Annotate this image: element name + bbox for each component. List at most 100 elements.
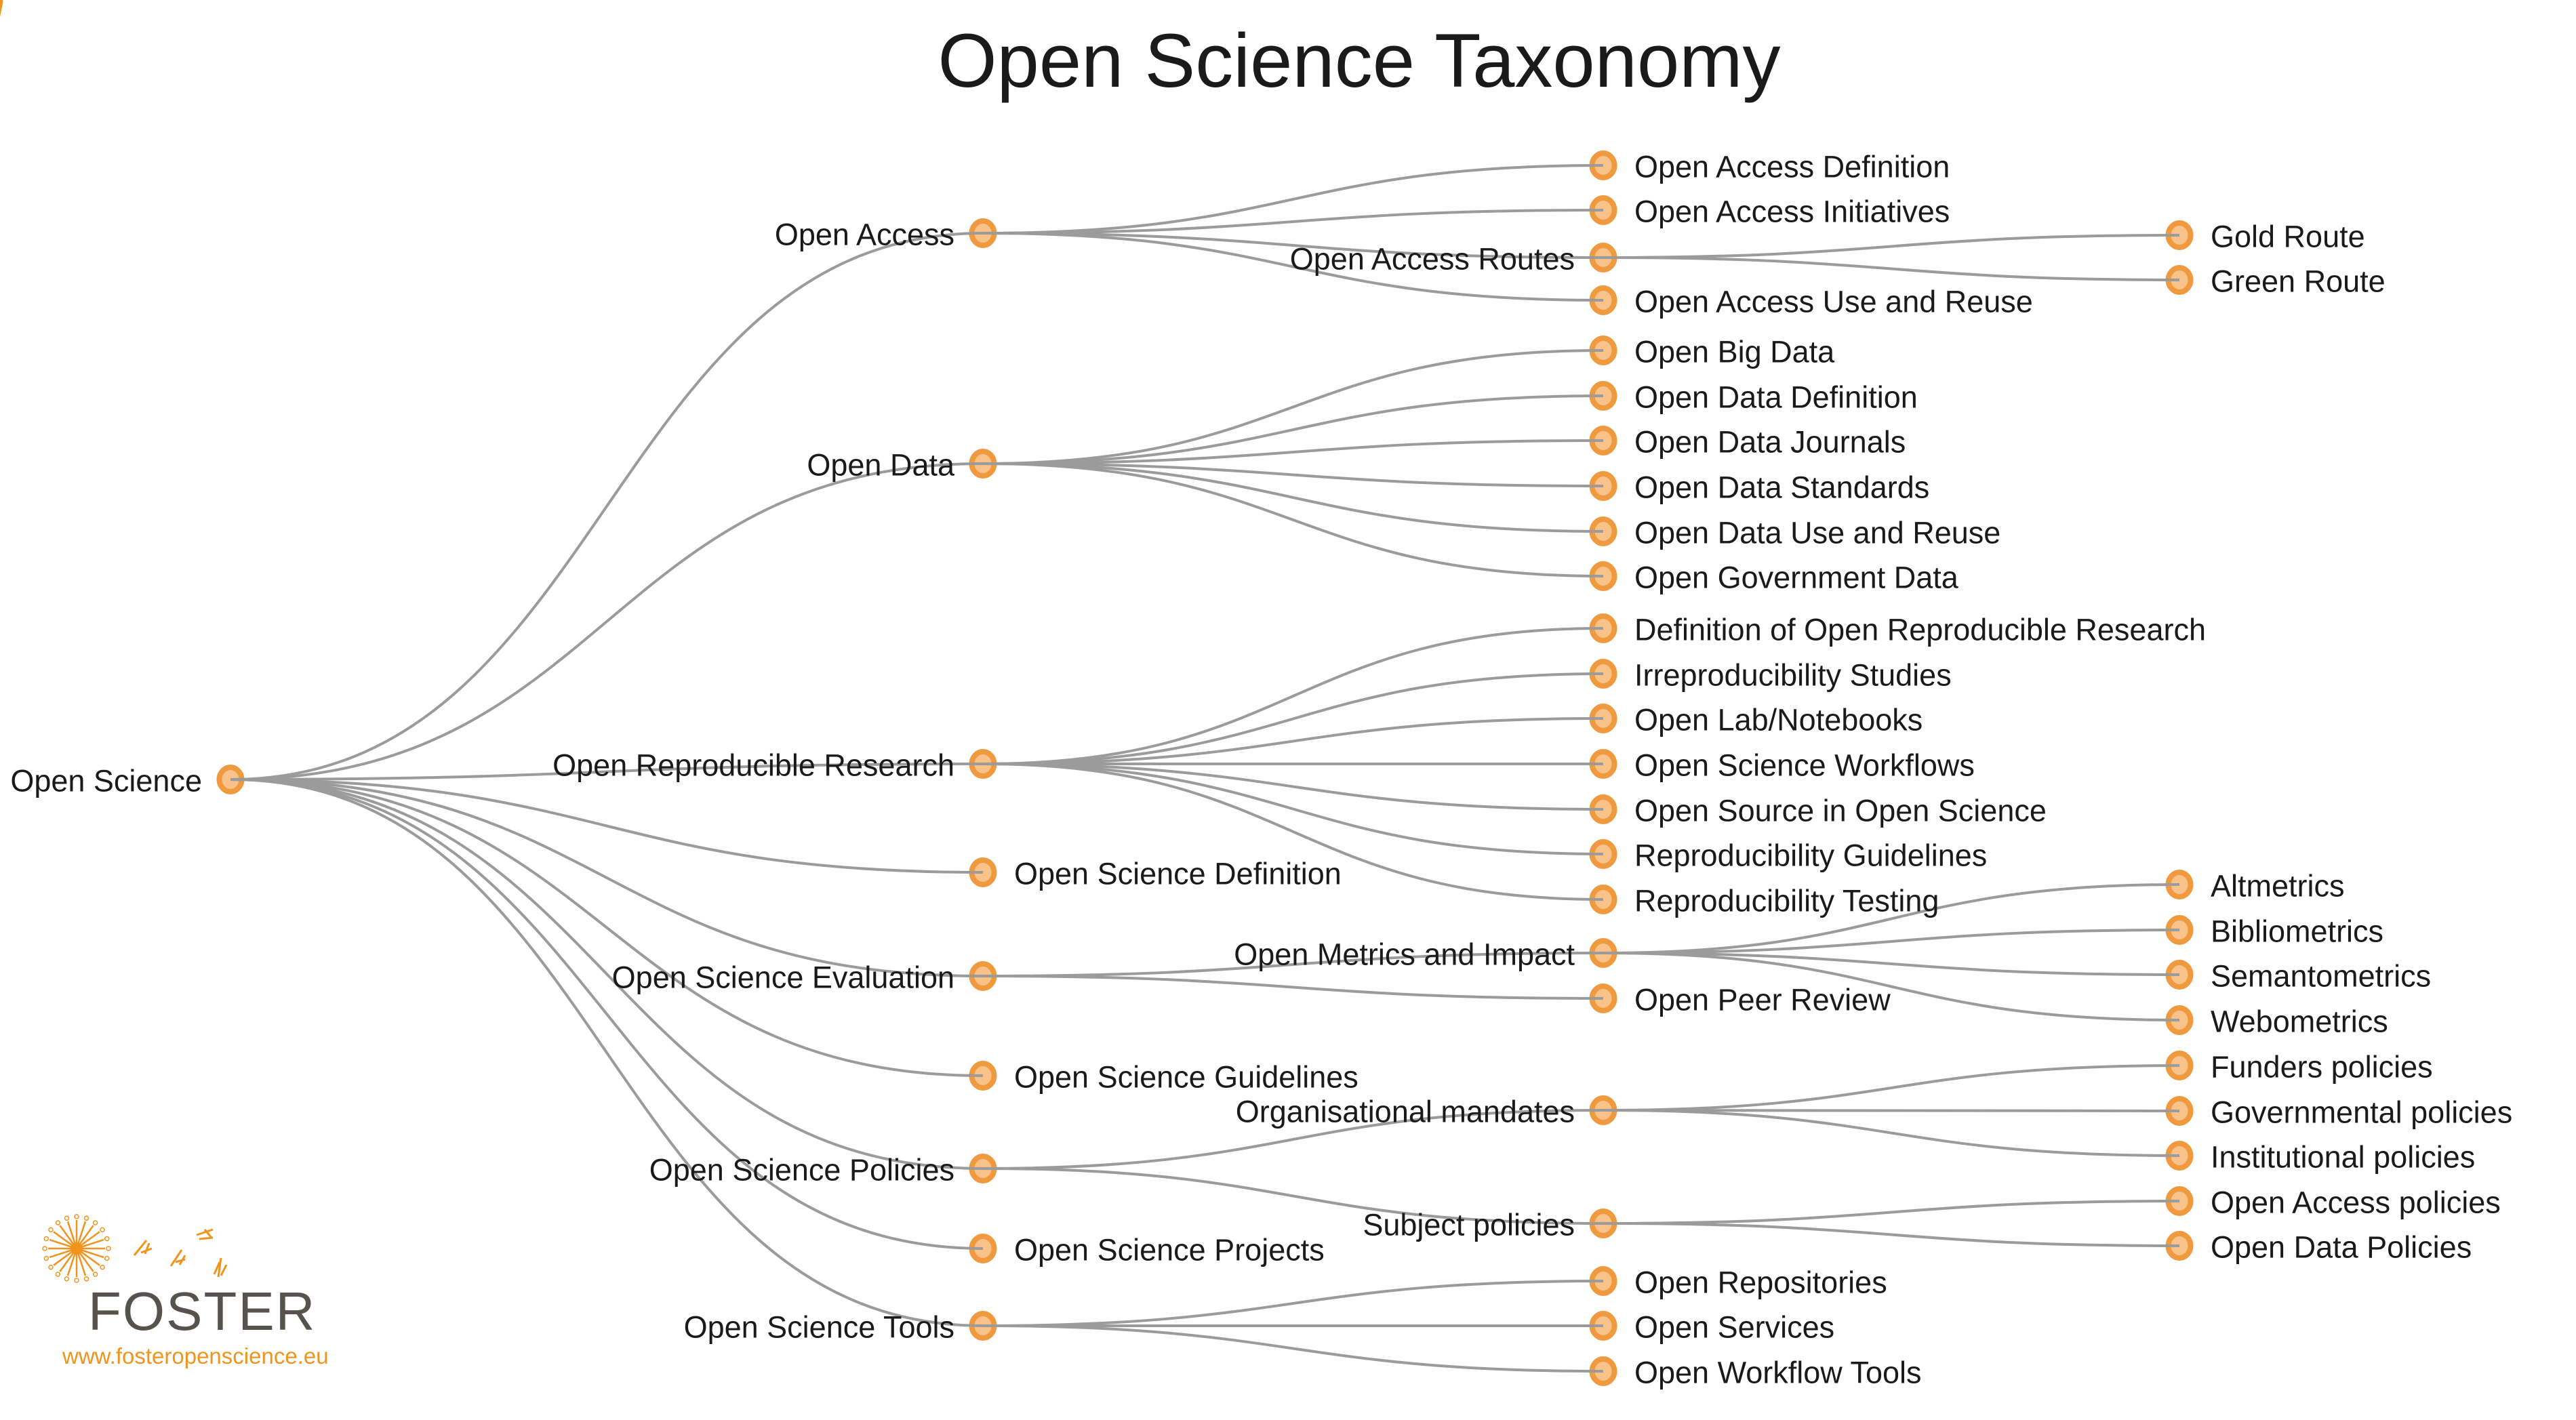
tree-node-label[interactable]: Definition of Open Reproducible Research <box>1634 613 2206 647</box>
tree-link <box>982 627 1604 765</box>
tree-link <box>982 349 1604 465</box>
tree-node-label[interactable]: Open Science Workflows <box>1634 748 1975 783</box>
tree-link <box>230 778 984 1327</box>
tree-link <box>982 232 1604 259</box>
dandelion-tip <box>42 1246 47 1251</box>
tree-node-label[interactable]: Funders policies <box>2211 1050 2433 1084</box>
tree-link <box>982 439 1604 465</box>
dandelion-tip <box>74 1278 79 1283</box>
dandelion-tip <box>83 1215 89 1221</box>
tree-link <box>982 672 1604 765</box>
tree-node-label[interactable]: Open Science Projects <box>1014 1233 1325 1267</box>
tree-link <box>230 778 984 1250</box>
dandelion-tip <box>64 1215 70 1221</box>
dandelion-seeds-icon <box>133 1228 228 1278</box>
tree-node-label[interactable]: Open Government Data <box>1634 561 1959 595</box>
tree-node-label[interactable]: Subject policies <box>1363 1208 1575 1242</box>
dandelion-core <box>71 1242 83 1255</box>
tree-node-label[interactable]: Open Services <box>1634 1310 1834 1345</box>
foster-logo-url: www.fosteropenscience.eu <box>62 1343 329 1368</box>
tree-link <box>1603 883 2180 954</box>
tree-node-label[interactable]: Open Workflow Tools <box>1634 1356 1922 1390</box>
tree-node-label[interactable]: Open Data Standards <box>1634 470 1929 505</box>
tree-node-label[interactable]: Webometrics <box>2211 1005 2388 1039</box>
tree-node-label[interactable]: Open Science Definition <box>1014 857 1342 891</box>
tree-node-label[interactable]: Green Route <box>2211 264 2386 299</box>
tree-link <box>982 1167 1604 1225</box>
tree-node-label[interactable]: Open Access Routes <box>1290 242 1575 277</box>
tree-node-label[interactable]: Irreproducibility Studies <box>1634 658 1952 693</box>
tree-link <box>230 778 984 977</box>
page-title: Open Science Taxonomy <box>938 18 1780 103</box>
tree-node-label[interactable]: Open Lab/Notebooks <box>1634 703 1923 737</box>
tree-node-label[interactable]: Open Metrics and Impact <box>1234 937 1575 972</box>
tree-node-label[interactable]: Open Science Policies <box>649 1153 954 1188</box>
dandelion-tip <box>104 1236 110 1242</box>
tree-node-label[interactable]: Open Access Definition <box>1634 150 1950 184</box>
tree-node-label[interactable]: Open Science <box>10 764 202 798</box>
tree-link <box>982 952 1604 977</box>
tree-node-label[interactable]: Open Peer Review <box>1634 983 1891 1017</box>
dandelion-tip <box>83 1276 89 1282</box>
tree-link <box>230 778 984 1077</box>
tree-link <box>1603 1064 2180 1112</box>
tree-link <box>1603 1200 2180 1225</box>
tree-node-label[interactable]: Altmetrics <box>2211 869 2345 904</box>
tree-node-label[interactable]: Open Data <box>807 448 955 483</box>
dandelion-tip <box>92 1272 98 1277</box>
tree-node-label[interactable]: Open Reproducible Research <box>552 748 954 783</box>
tree-node-label[interactable]: Governmental policies <box>2211 1095 2512 1130</box>
tree-link <box>230 763 984 781</box>
dandelion-tip <box>43 1255 49 1261</box>
tree-node-label[interactable]: Open Access policies <box>2211 1185 2501 1220</box>
tree-node-label[interactable]: Open Access Use and Reuse <box>1634 285 2033 319</box>
dandelion-tip <box>74 1214 79 1219</box>
tree-node-label[interactable]: Open Data Definition <box>1634 380 1918 415</box>
tree-link <box>230 232 984 781</box>
tree-node-label[interactable]: Semantometrics <box>2211 959 2431 994</box>
tree-node-label[interactable]: Open Repositories <box>1634 1265 1887 1300</box>
dandelion-tip <box>92 1220 98 1225</box>
tree-node-label[interactable]: Open Science Guidelines <box>1014 1060 1359 1095</box>
tree-node-label[interactable]: Open Data Policies <box>2211 1230 2472 1265</box>
tree-node-label[interactable]: Open Source in Open Science <box>1634 794 2047 828</box>
dandelion-tip <box>106 1246 111 1251</box>
tree-node-label[interactable]: Institutional policies <box>2211 1140 2475 1175</box>
dandelion-tip <box>43 1236 49 1242</box>
tree-link <box>982 1109 1604 1170</box>
tree-node-label[interactable]: Open Data Journals <box>1634 425 1906 460</box>
tree-link <box>230 778 984 874</box>
tree-link <box>982 462 1604 577</box>
dandelion-tip <box>55 1220 61 1225</box>
tree-node-label[interactable]: Reproducibility Guidelines <box>1634 838 1987 873</box>
tree-link <box>1603 952 2180 1021</box>
tree-node-label[interactable]: Open Access <box>775 218 954 252</box>
tree-node-label[interactable]: Gold Route <box>2211 220 2365 254</box>
tree-link <box>982 1280 1604 1327</box>
dandelion-tip <box>100 1227 105 1233</box>
tree-link <box>1603 256 2180 281</box>
tree-link <box>982 394 1604 465</box>
tree-link <box>982 232 1604 302</box>
dandelion-tip <box>48 1264 54 1270</box>
tree-link <box>982 975 1604 1000</box>
tree-node-label[interactable]: Reproducibility Testing <box>1634 884 1939 918</box>
tree-node-label[interactable]: Open Science Tools <box>684 1310 954 1345</box>
tree-link <box>982 763 1604 811</box>
tree-link <box>230 778 984 1170</box>
tree-node-label[interactable]: Open Data Use and Reuse <box>1634 516 2000 550</box>
tree-link <box>1603 929 2180 954</box>
tree-node-label[interactable]: Organisational mandates <box>1236 1095 1575 1129</box>
tree-link <box>1603 234 2180 259</box>
tree-link <box>982 717 1604 765</box>
tree-link <box>230 462 984 781</box>
tree-node-label[interactable]: Open Big Data <box>1634 335 1835 369</box>
foster-logo-text: FOSTER <box>88 1281 316 1341</box>
tree-node-label[interactable]: Open Science Evaluation <box>612 960 954 995</box>
dandelion-tip <box>100 1264 105 1270</box>
tree-node-label[interactable]: Bibliometrics <box>2211 914 2383 949</box>
tree-link <box>982 462 1604 533</box>
tree-node-label[interactable]: Open Access Initiatives <box>1634 195 1950 229</box>
